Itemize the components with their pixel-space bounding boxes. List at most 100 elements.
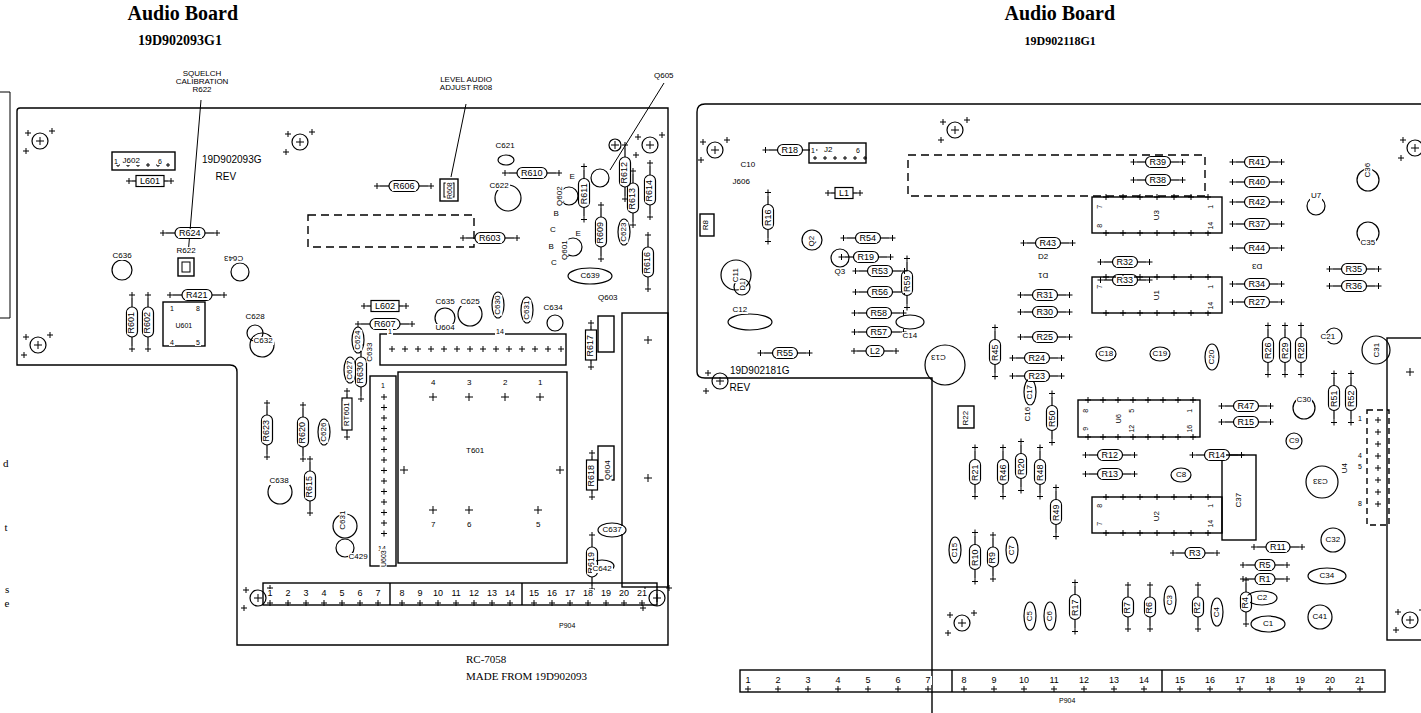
pad-cross — [974, 610, 975, 616]
pad-cross — [49, 128, 55, 134]
component-label: C10 — [740, 161, 757, 169]
pad-cross — [28, 130, 29, 136]
pad-cross — [264, 400, 270, 406]
component-label: R35 — [1345, 265, 1364, 274]
pad-cross — [469, 393, 470, 401]
pad-cross — [1053, 487, 1059, 488]
lead-line — [1275, 578, 1284, 579]
pad-cross — [947, 612, 953, 618]
component-label: U601 — [175, 322, 194, 329]
pad-cross — [40, 137, 41, 145]
pad-cross — [951, 126, 959, 134]
resistor-symbol — [868, 287, 893, 298]
pad-cross — [653, 594, 661, 602]
pad-cross — [1145, 397, 1151, 403]
lead-line — [1246, 564, 1255, 565]
leader-line — [610, 83, 664, 170]
resistor-symbol — [1113, 257, 1138, 268]
pad-cross — [384, 489, 385, 495]
component-label: 8 — [1357, 500, 1363, 507]
pad-cross — [1270, 686, 1271, 692]
pad-cross — [588, 364, 594, 370]
pad-cross — [1100, 397, 1106, 403]
pad-cross — [1330, 686, 1331, 692]
pad-cross — [1100, 434, 1106, 440]
pad-cross — [1154, 494, 1160, 500]
capacitor-symbol — [521, 297, 533, 323]
pad-cross — [645, 232, 651, 238]
lead-line — [583, 208, 584, 217]
pad-cross — [1243, 562, 1244, 568]
lead-line — [1137, 161, 1146, 162]
pad-cross — [24, 352, 25, 358]
component-label: R2 — [1193, 600, 1202, 614]
component-label: 15 — [1174, 676, 1186, 685]
lead-line — [591, 456, 592, 460]
lead-line — [505, 237, 514, 238]
resistor-symbol — [1327, 281, 1382, 292]
pad-cross — [647, 163, 653, 164]
resistor-symbol — [902, 256, 913, 311]
lead-line — [1058, 311, 1067, 312]
pad-cross — [501, 393, 509, 401]
component-label: R603 — [478, 234, 502, 243]
resistor-symbol — [298, 402, 309, 462]
capacitor-symbol — [1044, 602, 1056, 630]
pad-cross — [217, 230, 218, 236]
component-label: U6 — [1114, 413, 1121, 424]
pad-cross — [1125, 582, 1131, 588]
component-label: 4 — [169, 339, 175, 346]
component-label: C2 — [1256, 594, 1268, 602]
resistor-symbol — [1245, 219, 1270, 230]
pad-cross — [1400, 137, 1406, 143]
pad-cross — [588, 600, 589, 606]
pad-cross — [1157, 494, 1158, 500]
component-label: R7 — [1123, 600, 1132, 614]
component-label: U604 — [435, 324, 456, 332]
component-label: 5 — [339, 589, 346, 598]
resistor-symbol — [1280, 338, 1291, 363]
pad-cross — [1279, 245, 1285, 251]
component-label: R12 — [1101, 451, 1120, 460]
pad-cross — [505, 393, 506, 401]
pad-cross — [1054, 686, 1055, 692]
pad-cross — [647, 214, 653, 220]
capacitor-symbol — [352, 327, 364, 353]
pad-cross — [1406, 368, 1414, 376]
pad-cross — [1415, 144, 1416, 152]
pad-cross — [1237, 686, 1243, 692]
pad-cross — [638, 134, 639, 140]
component-label: R610 — [520, 169, 544, 178]
capacitor-symbol — [831, 249, 849, 267]
component-label: C631 — [523, 300, 531, 321]
pad-cross — [1279, 179, 1285, 185]
component-label: R618 — [587, 463, 596, 487]
component-label: 12 — [468, 589, 480, 598]
pad-cross — [307, 513, 313, 514]
lead-line — [1058, 336, 1067, 337]
pad-cross — [167, 292, 173, 298]
pad-cross — [1192, 452, 1193, 458]
pad-cross — [1160, 434, 1166, 440]
resistor-symbol — [1098, 469, 1123, 480]
pad-cross — [841, 254, 842, 260]
lead-line — [992, 538, 993, 547]
lead-line — [212, 294, 221, 295]
pad-cross — [588, 320, 594, 326]
pad-cross — [1106, 194, 1107, 200]
pad-cross — [467, 346, 473, 352]
component-label: 20 — [1324, 676, 1336, 685]
pad-cross — [1268, 403, 1274, 409]
page-note: d — [2, 458, 10, 470]
lead-line — [1089, 473, 1098, 474]
component-label: R59 — [902, 274, 911, 293]
capacitor-symbol — [1150, 347, 1170, 361]
pad-cross — [129, 349, 135, 350]
pad-cross — [243, 587, 249, 593]
pad-cross — [405, 346, 406, 352]
component-label: U2 — [1153, 510, 1161, 522]
pad-cross — [321, 600, 327, 606]
pad-cross — [1020, 292, 1021, 298]
pad-cross — [1051, 686, 1057, 692]
resistor-symbol — [1241, 577, 1252, 627]
